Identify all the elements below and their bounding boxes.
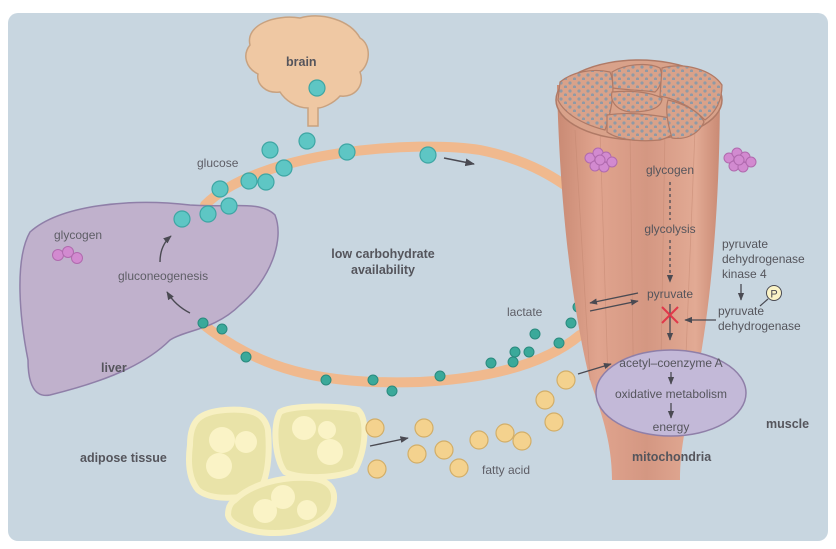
lactate-molecule xyxy=(367,374,379,386)
muscle: glycogen glycolysis pyruvate pyruvate de… xyxy=(555,59,809,480)
brain: brain xyxy=(245,15,369,127)
lactate-molecule xyxy=(565,317,577,329)
lactate-molecule xyxy=(434,370,446,382)
oxidative-metabolism-label: oxidative metabolism xyxy=(615,387,727,401)
lactate-molecules xyxy=(197,301,584,397)
pdh-label-line2: dehydrogenase xyxy=(718,319,801,333)
pdk4-label-line3: kinase 4 xyxy=(722,267,767,281)
energy-label: energy xyxy=(653,420,690,434)
liver-glycogen-granule xyxy=(52,246,83,264)
fatty-acid-molecule xyxy=(556,370,576,390)
brain-label: brain xyxy=(286,55,317,69)
adipose-tissue: adipose tissue xyxy=(80,403,368,537)
fatty-acid-molecule xyxy=(365,418,385,438)
fatty-acid-molecules xyxy=(365,370,576,479)
mitochondria-label: mitochondria xyxy=(632,450,712,464)
pdh-label-line1: pyruvate xyxy=(718,304,764,318)
muscle-glycogen-granule xyxy=(723,147,757,173)
fatty-acid-molecule xyxy=(544,412,564,432)
fatty-acid-arrow xyxy=(369,436,409,447)
glycolysis-label: glycolysis xyxy=(644,222,695,236)
muscle-cross-section xyxy=(555,59,723,142)
glucose-molecule xyxy=(419,146,437,164)
lactate-molecule xyxy=(197,317,209,329)
lactate-molecule xyxy=(386,385,398,397)
liver: glycogen gluconeogenesis liver xyxy=(19,201,279,397)
fatty-acid-uptake-arrow xyxy=(577,363,612,375)
fatty-acid-molecule xyxy=(495,423,515,443)
glucose-molecule xyxy=(173,210,191,228)
fatty-acid-molecule xyxy=(414,418,434,438)
inhibition-cross-icon xyxy=(661,306,679,324)
glucose-molecule xyxy=(240,172,258,190)
glucose-molecule xyxy=(338,143,356,161)
glucose-molecule xyxy=(220,197,238,215)
pdk4-label-line1: pyruvate xyxy=(722,237,768,251)
glucose-label: glucose xyxy=(197,156,239,170)
lactate-molecule xyxy=(216,323,228,335)
pyruvate-to-lactate-arrow xyxy=(589,292,639,305)
flow-arrow xyxy=(443,157,475,167)
glucose-molecules xyxy=(173,132,437,228)
phosphate-label: P xyxy=(770,289,777,301)
lactate-molecule xyxy=(320,374,332,386)
adipose-label: adipose tissue xyxy=(80,451,167,465)
lactate-molecule xyxy=(509,346,521,358)
lactate-molecule xyxy=(240,351,252,363)
phosphate-link xyxy=(759,298,769,307)
phosphate-icon xyxy=(766,285,782,301)
fatty-acid-label: fatty acid xyxy=(482,463,530,477)
lactate-molecule xyxy=(529,328,541,340)
glucose-molecule xyxy=(308,79,326,97)
fatty-acid-molecule xyxy=(434,440,454,460)
liver-label: liver xyxy=(101,361,127,375)
fatty-acid-molecule xyxy=(367,459,387,479)
muscle-label: muscle xyxy=(766,417,809,431)
lactate-molecule xyxy=(523,346,535,358)
glucose-molecule xyxy=(275,159,293,177)
lactate-to-pyruvate-arrow xyxy=(589,299,639,312)
center-label-line2: availability xyxy=(351,263,415,277)
glucose-molecule xyxy=(211,180,229,198)
lactate-molecule xyxy=(553,337,565,349)
glucose-molecule xyxy=(261,141,279,159)
lactate-molecule xyxy=(507,356,519,368)
muscle-glycogen-label: glycogen xyxy=(646,163,694,177)
circulation-loop xyxy=(195,141,590,388)
gluconeogenesis-arrow-lower xyxy=(166,291,191,314)
fatty-acid-molecule xyxy=(512,431,532,451)
glucose-molecule xyxy=(257,173,275,191)
gluconeogenesis-arrow-upper xyxy=(159,235,172,263)
fatty-acid-molecule xyxy=(535,390,555,410)
mitochondria: acetyl–coenzyme A oxidative metabolism e… xyxy=(595,349,747,437)
fatty-acid-molecule xyxy=(407,444,427,464)
liver-glycogen-label: glycogen xyxy=(54,228,102,242)
pdk4-label-line2: dehydrogenase xyxy=(722,252,805,266)
fatty-acid-molecule xyxy=(449,458,469,478)
lactate-label: lactate xyxy=(507,305,543,319)
glucose-molecule xyxy=(298,132,316,150)
muscle-glycogen-granule xyxy=(584,147,618,173)
lactate-molecule xyxy=(485,357,497,369)
acetyl-coa-label: acetyl–coenzyme A xyxy=(619,356,722,370)
center-label-line1: low carbohydrate xyxy=(331,247,435,261)
fatty-acid-molecule xyxy=(469,430,489,450)
pyruvate-label: pyruvate xyxy=(647,287,693,301)
glucose-molecule xyxy=(199,205,217,223)
gluconeogenesis-label: gluconeogenesis xyxy=(118,269,208,283)
